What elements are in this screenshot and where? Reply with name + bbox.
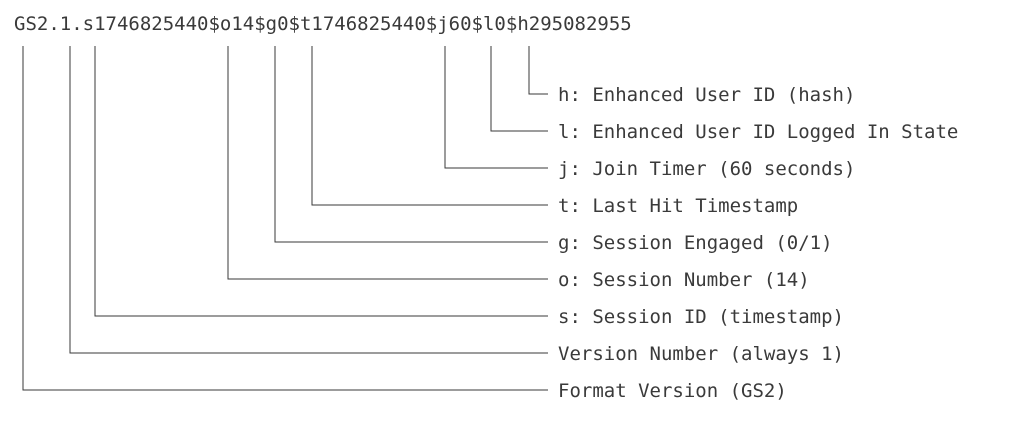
- connector-o: [227, 46, 548, 280]
- label-t: t: Last Hit Timestamp: [558, 195, 798, 217]
- label-version: Version Number (always 1): [558, 343, 844, 365]
- field-labels: h: Enhanced User ID (hash) l: Enhanced U…: [558, 84, 958, 402]
- label-j: j: Join Timer (60 seconds): [558, 158, 855, 180]
- label-g: g: Session Engaged (0/1): [558, 232, 833, 254]
- label-l: l: Enhanced User ID Logged In State: [558, 121, 958, 143]
- connector-lines: [22, 46, 548, 391]
- connector-h: [528, 46, 548, 95]
- label-format: Format Version (GS2): [558, 380, 787, 402]
- connector-s: [94, 46, 548, 317]
- connector-t: [311, 46, 548, 206]
- connector-j: [444, 46, 548, 169]
- label-h: h: Enhanced User ID (hash): [558, 84, 855, 106]
- connector-l: [490, 46, 548, 132]
- cookie-string: GS2.1.s1746825440$o14$g0$t1746825440$j60…: [14, 13, 632, 35]
- label-s: s: Session ID (timestamp): [558, 306, 844, 328]
- connector-g: [274, 46, 548, 243]
- connector-version: [69, 46, 548, 354]
- label-o: o: Session Number (14): [558, 269, 810, 291]
- connector-format: [22, 46, 548, 391]
